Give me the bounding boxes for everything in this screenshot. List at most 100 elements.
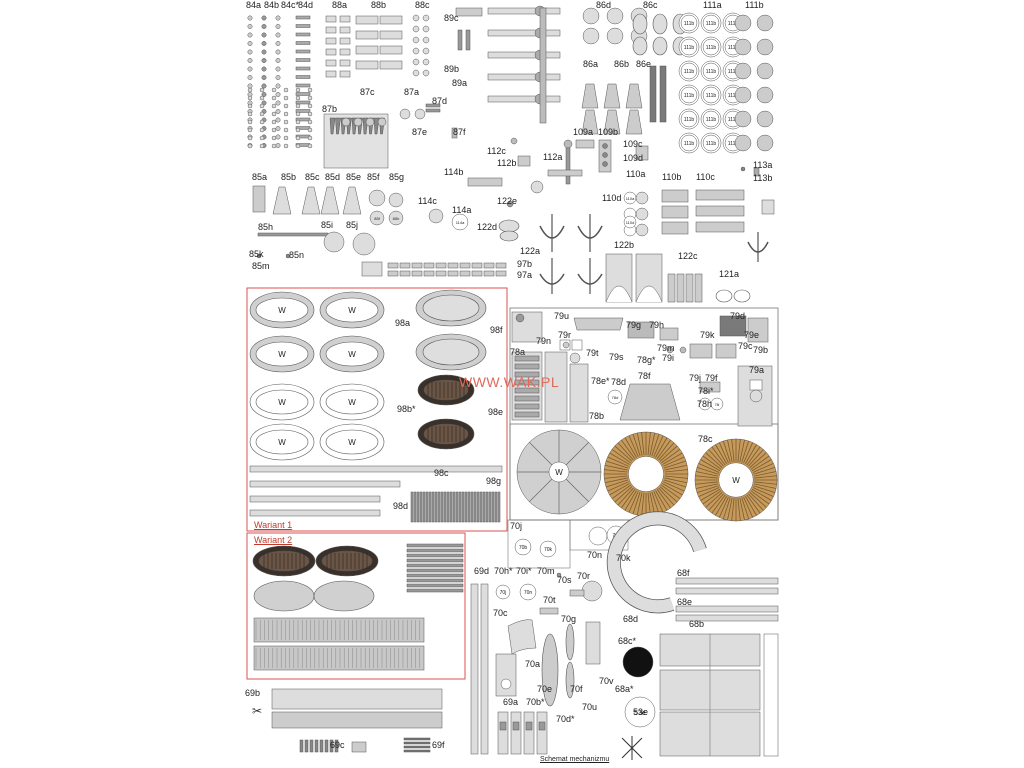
part-98g-slat (452, 491, 456, 523)
part-111b-disc (734, 110, 752, 128)
part-85-washer (307, 111, 313, 117)
label-85b: 85b (281, 172, 297, 182)
part-85-washer (307, 87, 313, 93)
label-68d: 68d (623, 614, 639, 624)
part-98g-slat (431, 491, 435, 523)
part-78b-wheel-slat (651, 491, 660, 515)
part-69a-pin (536, 711, 548, 755)
variant-1-frame (246, 287, 508, 532)
part-98g-slat (446, 491, 450, 523)
label-98d: 98d (393, 501, 409, 511)
part-88c-disc (412, 47, 420, 55)
part-84d-strip (295, 109, 311, 113)
part-78a-slot (514, 379, 540, 386)
part-88a-plate (339, 59, 351, 67)
part-78b-wheel-slat (656, 489, 672, 509)
part-78c-wheel-slat (718, 496, 729, 518)
part-98b-oval-w-mark: W (348, 398, 356, 407)
part-78c-wheel-slat (752, 487, 774, 498)
label-88c: 88c (415, 0, 430, 10)
part-85-washer (295, 127, 301, 133)
part-98g-slat (482, 491, 486, 523)
part-79f (699, 381, 721, 393)
part-68b-side (763, 633, 779, 757)
part-98g-slat (410, 491, 414, 523)
label-98c: 98c (434, 468, 449, 478)
part-85i-disc (323, 231, 345, 253)
label-87b: 87b (322, 104, 338, 114)
part-85-washer (259, 135, 265, 141)
part-97a-link (447, 270, 459, 277)
part-85-cone (320, 186, 340, 215)
part-89a-arm (487, 7, 561, 15)
part-69f-slat (403, 749, 431, 753)
label-110a: 110a (626, 169, 646, 179)
part-78c-wheel-slat (751, 488, 772, 501)
part-84-circle (275, 117, 281, 123)
label-109d: 109d (623, 153, 644, 163)
part-122e (506, 200, 514, 208)
part-89a-arm (487, 29, 561, 37)
part-98a-v2-panel (253, 617, 425, 643)
part-85-washer (307, 103, 313, 109)
part-84-circle (275, 66, 281, 72)
label-79t: 79t (586, 348, 599, 358)
part-111b-disc (756, 86, 774, 104)
part-79a-hub (749, 389, 763, 403)
part-78c-wheel-slat (705, 492, 723, 508)
part-122c-strip (667, 273, 676, 303)
part-84-circle (275, 75, 281, 80)
part-89b-bar (465, 29, 471, 51)
part-98g-slat (416, 491, 420, 523)
part-88b-plate (355, 45, 379, 55)
label-70n: 70n (587, 550, 603, 560)
part-88b-plate (355, 60, 379, 70)
part-84-circle (261, 83, 267, 89)
part-87a-disc (399, 108, 411, 120)
part-78c-wheel-slat (715, 444, 728, 465)
part-88a-plate (325, 48, 337, 56)
part-84d-strip (295, 41, 311, 45)
part-98g-slat (473, 491, 477, 523)
part-78c-wheel-slat (700, 488, 721, 501)
part-97-mount (361, 261, 383, 277)
part-85-washer (283, 127, 289, 133)
label-70u: 70u (582, 702, 598, 712)
part-86e-bar (649, 65, 657, 123)
part-87b-fin (329, 117, 336, 135)
label-122c: 122c (678, 251, 698, 261)
part-89a-shaft (539, 7, 547, 124)
part-79h (659, 327, 679, 341)
part-70s (569, 589, 585, 597)
part-86d-cup2 (582, 7, 600, 25)
part-97a-link (495, 270, 507, 277)
part-98c-v2-oval (253, 580, 315, 612)
part-78c-wheel-slat (718, 442, 729, 464)
label-112b: 112b (497, 158, 517, 168)
part-111b-mark: 111b (728, 69, 739, 75)
part-88a-plate (339, 37, 351, 45)
part-111b-mark: 111b (728, 45, 739, 51)
part-69a-pin (523, 711, 535, 755)
part-98g-slat (470, 491, 474, 523)
label-111b: 111b (745, 0, 764, 10)
part-98g-slat (419, 491, 423, 523)
part-78b-wheel-slat (604, 477, 628, 484)
part-98d-v2-slat (406, 578, 464, 583)
part-84d-strip (295, 24, 311, 28)
part-111b-disc (756, 38, 774, 56)
part-85j-disc (352, 232, 376, 256)
part-84-circle (275, 134, 281, 140)
part-85-washer (295, 111, 301, 117)
part-86d-cup2 (606, 7, 624, 25)
part-70h-block (495, 653, 517, 697)
part-111b-mark: 111b (684, 69, 695, 75)
label-85e: 85e (346, 172, 362, 182)
part-78b-wheel-slat (662, 483, 683, 496)
label-85n: 85n (289, 250, 305, 260)
part-84d-strip (295, 117, 311, 122)
part-69d-bar (470, 583, 479, 755)
part-85-washer (283, 143, 289, 149)
part-84-circle (275, 83, 281, 89)
part-112c (510, 137, 518, 145)
